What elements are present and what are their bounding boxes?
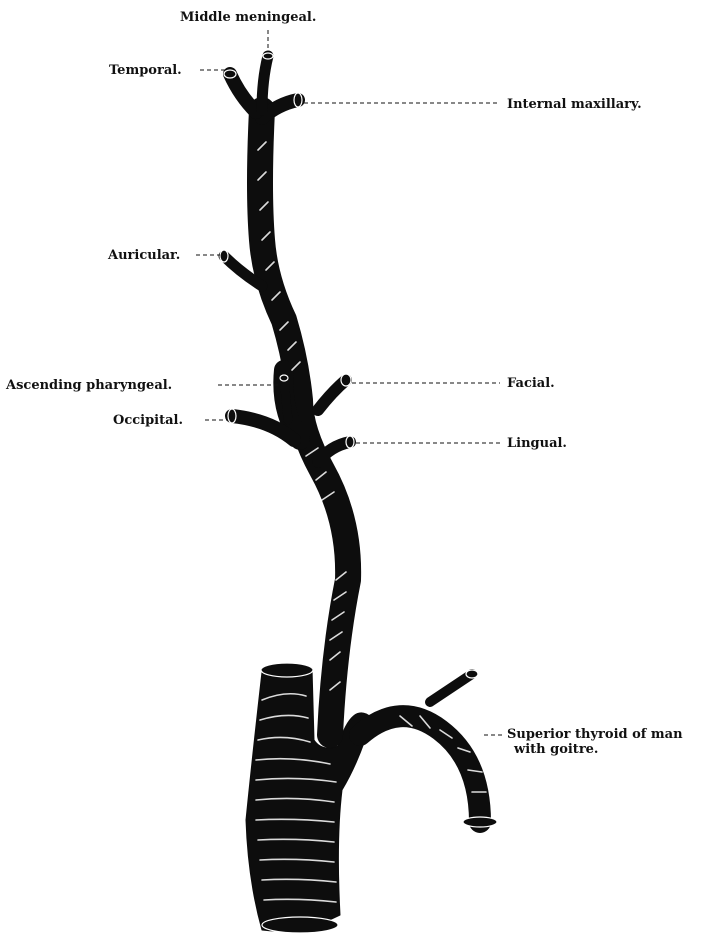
ascending-pharyngeal-branch [284,378,288,420]
common-carotid-trunk [246,665,372,931]
label-internal-maxillary: Internal maxillary. [507,97,642,112]
superior-thyroid-branch [360,716,480,822]
artery-illustration [220,53,497,933]
label-middle-meningeal: Middle meningeal. [180,10,316,25]
label-occipital: Occipital. [113,413,183,428]
facial-branch [318,380,346,410]
label-temporal: Temporal. [109,63,182,78]
label-lingual: Lingual. [507,436,567,451]
middle-meningeal-branch [262,56,268,110]
label-ascending-pharyngeal: Ascending pharyngeal. [5,378,172,393]
label-facial: Facial. [507,376,555,391]
label-superior-thyroid-line2: with goitre. [513,742,598,757]
label-auricular: Auricular. [107,248,180,263]
temporal-branch [230,74,256,112]
label-superior-thyroid-line1: Superior thyroid of man [507,727,683,742]
